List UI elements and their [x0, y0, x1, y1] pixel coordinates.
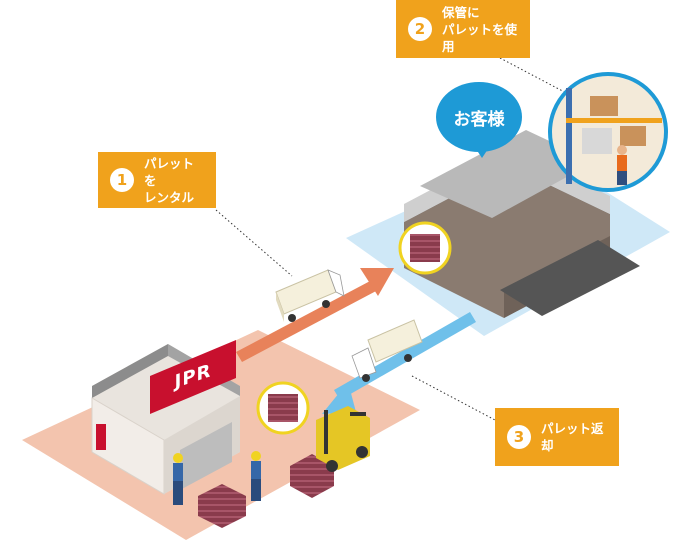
worker-icon	[251, 451, 261, 501]
storage-inset	[548, 72, 668, 192]
step-number-badge: 1	[110, 168, 134, 192]
dock-door	[180, 422, 232, 490]
step-number-badge: 3	[507, 425, 531, 449]
step-2-callout: 2 保管に パレットを使用	[396, 0, 530, 58]
forklift-icon	[316, 406, 370, 472]
step-1-text-line-2: レンタル	[144, 189, 195, 205]
warehouse-icon	[404, 130, 640, 318]
step-3-text-line-1: パレット返却	[541, 421, 604, 453]
pallet-icon	[290, 454, 334, 498]
truck-icon	[275, 269, 345, 322]
callout-dotted-line	[215, 209, 293, 277]
pallet-icon	[398, 221, 452, 275]
step-2-text-line-1: 保管に	[442, 4, 480, 20]
step-1-text-line-1: パレットを	[144, 155, 195, 188]
callout-dotted-line	[499, 57, 573, 97]
pallet-icon	[256, 381, 310, 435]
outbound-arrow	[236, 268, 394, 362]
customer-bubble: お客様	[436, 82, 522, 158]
step-number-badge: 2	[408, 17, 432, 41]
bubble-tail	[474, 146, 490, 158]
truck-icon	[351, 319, 423, 382]
customer-label: お客様	[436, 82, 522, 152]
jpr-sign-panel	[150, 340, 236, 414]
step-3-callout: 3 パレット返却	[495, 408, 619, 466]
step-2-text-line-2: パレットを使用	[442, 21, 518, 54]
callout-dotted-line	[411, 375, 496, 421]
step-1-callout: 1 パレットを レンタル	[98, 152, 216, 208]
pallet-icon	[198, 484, 246, 528]
worker-icon	[173, 453, 183, 505]
